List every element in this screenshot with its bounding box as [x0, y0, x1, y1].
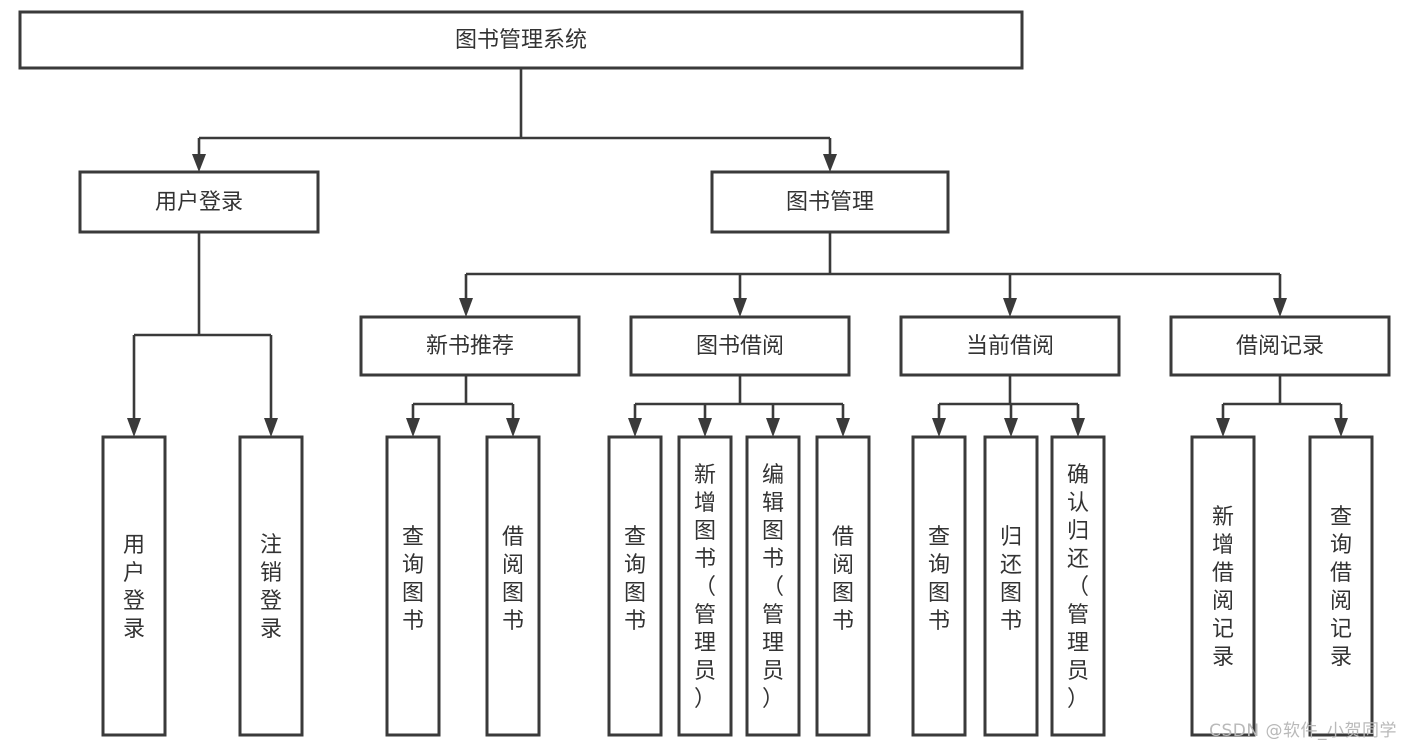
node-box-nb-query[interactable] — [385, 435, 441, 737]
node-root[interactable]: 图书管理系统 — [18, 10, 1024, 70]
connector-group-book-borrow — [628, 375, 850, 437]
connector-group-current-borrow — [932, 375, 1085, 437]
node-label-cb-query: 查询图书 — [928, 525, 950, 634]
node-label-cb-return: 归还图书 — [1000, 525, 1022, 634]
connector-group-user-login — [127, 232, 278, 437]
node-label-bb-borrow: 借阅图书 — [832, 525, 854, 634]
node-label-leaf-logout: 注销登录 — [260, 533, 282, 642]
node-box-new-book[interactable] — [359, 315, 581, 377]
node-user-login[interactable]: 用户登录 — [78, 170, 320, 234]
arrowhead-book-manage — [823, 154, 837, 172]
node-borrow-record[interactable]: 借阅记录 — [1169, 315, 1391, 377]
connector-group-borrow-record — [1216, 375, 1348, 437]
node-leaf-user-login[interactable]: 用户登录 — [101, 435, 167, 737]
node-label-bb-edit: 编辑图书（管理员） — [762, 463, 784, 712]
node-label-bb-add: 新增图书（管理员） — [694, 463, 716, 712]
node-box-bb-edit[interactable] — [745, 435, 801, 737]
node-box-leaf-user-login[interactable] — [101, 435, 167, 737]
node-box-br-add[interactable] — [1190, 435, 1256, 737]
node-box-nb-borrow[interactable] — [485, 435, 541, 737]
arrowhead-book-borrow — [733, 298, 747, 317]
node-bb-add[interactable]: 新增图书（管理员） — [677, 435, 733, 737]
node-br-add[interactable]: 新增借阅记录 — [1190, 435, 1256, 737]
node-label-new-book: 新书推荐 — [426, 334, 514, 359]
node-label-br-query: 查询借阅记录 — [1330, 505, 1352, 670]
arrowhead-user-login — [192, 154, 206, 172]
node-box-cb-query[interactable] — [911, 435, 967, 737]
node-label-borrow-record: 借阅记录 — [1236, 334, 1324, 359]
node-leaf-logout[interactable]: 注销登录 — [238, 435, 304, 737]
arrowhead-br-query — [1334, 418, 1348, 437]
node-nb-query[interactable]: 查询图书 — [385, 435, 441, 737]
arrowhead-bb-edit — [766, 418, 780, 437]
node-bb-query[interactable]: 查询图书 — [607, 435, 663, 737]
node-label-cb-confirm: 确认归还（管理员） — [1067, 463, 1089, 712]
node-label-root: 图书管理系统 — [455, 28, 587, 53]
arrowhead-br-add — [1216, 418, 1230, 437]
arrowhead-cb-confirm — [1071, 418, 1085, 437]
arrowhead-leaf-logout — [264, 418, 278, 437]
node-label-leaf-user-login: 用户登录 — [123, 533, 145, 642]
arrowhead-new-book — [459, 298, 473, 317]
arrowhead-bb-query — [628, 418, 642, 437]
arrowhead-borrow-record — [1273, 298, 1287, 317]
node-cb-return[interactable]: 归还图书 — [983, 435, 1039, 737]
node-box-leaf-logout[interactable] — [238, 435, 304, 737]
arrowhead-nb-borrow — [506, 418, 520, 437]
node-box-current-borrow[interactable] — [899, 315, 1121, 377]
arrowhead-bb-borrow — [836, 418, 850, 437]
node-box-bb-add[interactable] — [677, 435, 733, 737]
node-bb-borrow[interactable]: 借阅图书 — [815, 435, 871, 737]
node-br-query[interactable]: 查询借阅记录 — [1308, 435, 1374, 737]
arrowhead-current-borrow — [1003, 298, 1017, 317]
csdn-watermark: CSDN @软件_小贺同学 — [1209, 721, 1397, 741]
connector-group-root — [192, 68, 837, 172]
connector-group-book-manage — [459, 232, 1287, 317]
node-current-borrow[interactable]: 当前借阅 — [899, 315, 1121, 377]
node-label-nb-query: 查询图书 — [402, 525, 424, 634]
node-label-book-borrow: 图书借阅 — [696, 334, 784, 359]
node-bb-edit[interactable]: 编辑图书（管理员） — [745, 435, 801, 737]
node-box-root[interactable] — [18, 10, 1024, 70]
node-new-book[interactable]: 新书推荐 — [359, 315, 581, 377]
arrowhead-bb-add — [698, 418, 712, 437]
node-label-bb-query: 查询图书 — [624, 525, 646, 634]
arrowhead-leaf-user-login — [127, 418, 141, 437]
arrowhead-nb-query — [406, 418, 420, 437]
node-box-user-login[interactable] — [78, 170, 320, 234]
node-label-br-add: 新增借阅记录 — [1212, 505, 1234, 670]
arrowhead-cb-query — [932, 418, 946, 437]
node-cb-query[interactable]: 查询图书 — [911, 435, 967, 737]
arrowhead-cb-return — [1004, 418, 1018, 437]
node-label-user-login: 用户登录 — [155, 190, 243, 215]
node-box-borrow-record[interactable] — [1169, 315, 1391, 377]
node-box-book-borrow[interactable] — [629, 315, 851, 377]
node-box-cb-confirm[interactable] — [1050, 435, 1106, 737]
node-box-cb-return[interactable] — [983, 435, 1039, 737]
node-box-br-query[interactable] — [1308, 435, 1374, 737]
node-book-manage[interactable]: 图书管理 — [710, 170, 950, 234]
node-label-nb-borrow: 借阅图书 — [502, 525, 524, 634]
node-box-bb-query[interactable] — [607, 435, 663, 737]
node-label-current-borrow: 当前借阅 — [966, 334, 1054, 359]
node-box-book-manage[interactable] — [710, 170, 950, 234]
node-box-bb-borrow[interactable] — [815, 435, 871, 737]
node-label-book-manage: 图书管理 — [786, 190, 874, 215]
node-cb-confirm[interactable]: 确认归还（管理员） — [1050, 435, 1106, 737]
node-book-borrow[interactable]: 图书借阅 — [629, 315, 851, 377]
node-nb-borrow[interactable]: 借阅图书 — [485, 435, 541, 737]
connector-group-new-book — [406, 375, 520, 437]
